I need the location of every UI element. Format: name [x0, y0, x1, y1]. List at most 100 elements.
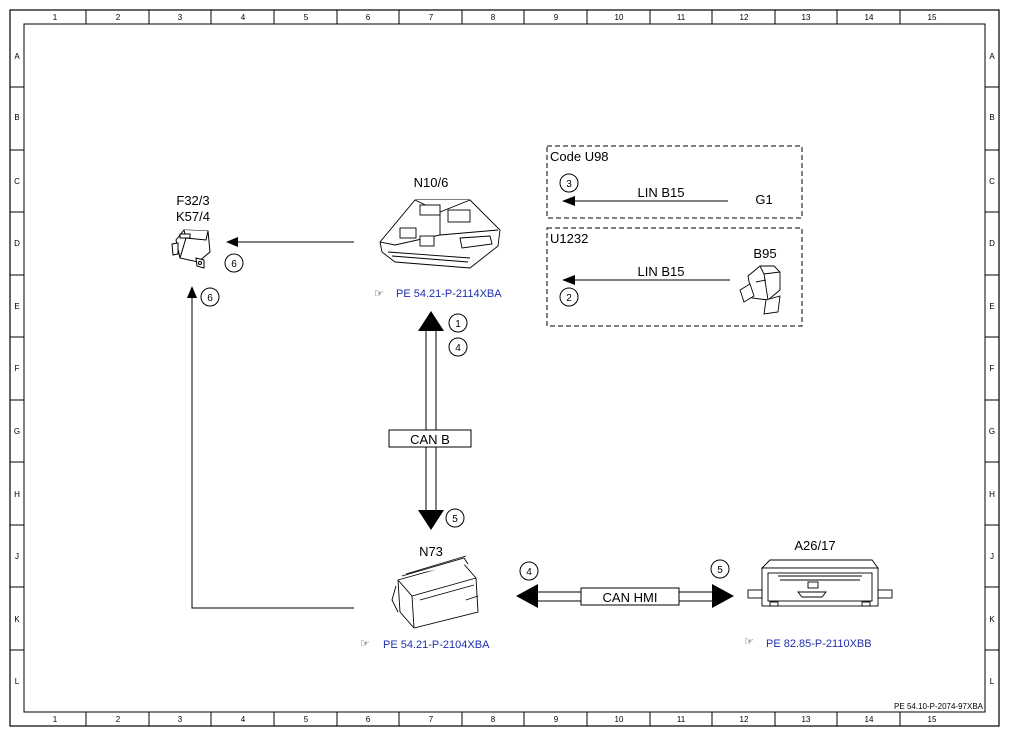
n10-reference-link[interactable]: PE 54.21-P-2114XBA [396, 288, 502, 300]
row-label: C [14, 177, 20, 186]
a26-reference[interactable]: ☞ PE 82.85-P-2110XBB [744, 636, 872, 650]
marker-1-circle [448, 313, 468, 333]
marker-4-circle [519, 561, 539, 581]
code-u98-label: Code U98 [550, 149, 609, 164]
can-hmi-label: CAN HMI [603, 590, 658, 605]
n73-to-f32-arrowhead [187, 286, 197, 298]
n10-to-f32-arrowhead [226, 237, 238, 247]
col-label: 13 [802, 715, 811, 724]
row-labels-left: A B C D E F G H J K L [14, 52, 20, 686]
b95-label: B95 [753, 246, 776, 261]
n10-reference[interactable]: ☞ PE 54.21-P-2114XBA [374, 288, 502, 300]
col-label: 5 [304, 715, 309, 724]
row-label: E [989, 302, 994, 311]
col-label: 3 [178, 715, 183, 724]
can-hmi-arrow-right [712, 584, 734, 608]
k57-label: K57/4 [176, 209, 210, 224]
hand-pointer-icon: ☞ [360, 638, 370, 650]
lin-bottom-label: LIN B15 [638, 264, 685, 279]
col-label: 7 [429, 13, 434, 22]
row-label: J [15, 552, 19, 561]
marker-5-circle [445, 508, 465, 528]
outer-frame [9, 9, 1000, 727]
hand-pointer-icon: ☞ [374, 288, 384, 300]
inner-frame [23, 23, 986, 713]
row-label: K [14, 615, 20, 624]
hand-pointer-icon: ☞ [744, 636, 754, 648]
row-label: G [989, 427, 995, 436]
col-label: 5 [304, 13, 309, 22]
row-label: D [14, 239, 20, 248]
col-label: 10 [615, 715, 624, 724]
col-label: 13 [802, 13, 811, 22]
marker-4: 4 [526, 567, 532, 578]
marker-5-circle [710, 559, 730, 579]
column-labels-bottom: 1 2 3 4 5 6 7 8 9 10 11 12 13 14 15 [53, 715, 937, 724]
row-label: J [990, 552, 994, 561]
grid-lines [10, 10, 999, 726]
row-label: A [14, 52, 20, 61]
marker-3-circle [559, 173, 579, 193]
row-label: K [989, 615, 995, 624]
code-u98-box [546, 145, 803, 219]
marker-3: 3 [566, 179, 572, 190]
col-label: 10 [615, 13, 624, 22]
lin-bottom-arrowhead [562, 275, 575, 285]
row-label: D [989, 239, 995, 248]
can-b-arrow-up [418, 311, 444, 331]
row-label: F [15, 364, 20, 373]
f32-label: F32/3 [176, 193, 209, 208]
n10-label: N10/6 [414, 175, 449, 190]
lin-top-arrowhead [562, 196, 575, 206]
col-label: 3 [178, 13, 183, 22]
col-label: 6 [366, 13, 371, 22]
col-label: 4 [241, 13, 246, 22]
row-label: B [989, 113, 994, 122]
marker-1: 1 [455, 319, 461, 330]
row-label: A [989, 52, 995, 61]
marker-4-circle [448, 337, 468, 357]
can-b-label: CAN B [410, 432, 450, 447]
module-n10-icon [379, 199, 501, 269]
col-label: 8 [491, 715, 496, 724]
row-label: H [989, 490, 995, 499]
row-label: E [14, 302, 19, 311]
col-label: 2 [116, 13, 121, 22]
marker-2: 2 [566, 293, 572, 304]
module-n73-icon [391, 555, 479, 629]
col-label: 2 [116, 715, 121, 724]
sensor-b95-icon [739, 265, 781, 315]
col-label: 11 [677, 13, 686, 22]
marker-6-circle [224, 253, 244, 273]
u1232-box [546, 227, 803, 327]
n73-reference[interactable]: ☞ PE 54.21-P-2104XBA [360, 638, 490, 651]
n73-label: N73 [419, 544, 443, 559]
n73-reference-link[interactable]: PE 54.21-P-2104XBA [383, 639, 490, 651]
can-hmi-bus: CAN HMI [516, 584, 734, 608]
row-label: B [14, 113, 19, 122]
col-label: 1 [53, 715, 58, 724]
col-label: 14 [865, 13, 874, 22]
col-label: 9 [554, 13, 559, 22]
marker-4: 4 [455, 343, 461, 354]
col-label: 6 [366, 715, 371, 724]
row-label: L [15, 677, 20, 686]
row-label: F [990, 364, 995, 373]
a26-reference-link[interactable]: PE 82.85-P-2110XBB [766, 638, 872, 650]
column-labels-top: 1 2 3 4 5 6 7 8 9 10 11 12 13 14 15 [53, 13, 937, 22]
row-label: H [14, 490, 20, 499]
can-hmi-arrow-left [516, 584, 538, 608]
marker-5: 5 [717, 565, 723, 576]
col-label: 14 [865, 715, 874, 724]
g1-label: G1 [755, 192, 772, 207]
col-label: 7 [429, 715, 434, 724]
marker-6: 6 [231, 259, 237, 270]
marker-6: 6 [207, 293, 213, 304]
u1232-label: U1232 [550, 231, 588, 246]
row-labels-right: A B C D E F G H J K L [989, 52, 995, 686]
lin-top-label: LIN B15 [638, 185, 685, 200]
col-label: 9 [554, 715, 559, 724]
relay-icon [171, 229, 211, 269]
document-reference: PE 54.10-P-2074-97XBA [894, 702, 984, 711]
marker-2-circle [559, 287, 579, 307]
